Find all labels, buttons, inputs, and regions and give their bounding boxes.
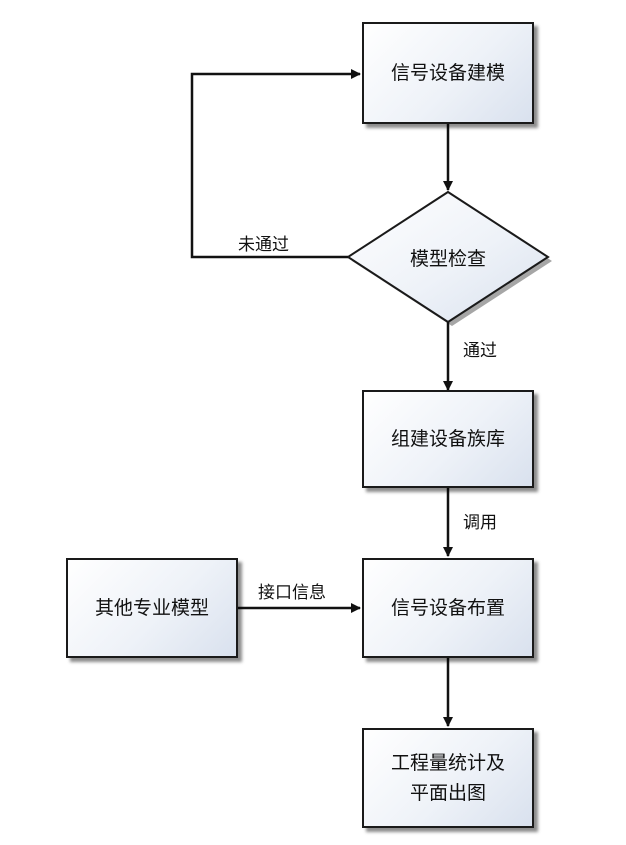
- node-statistics: 工程量统计及 平面出图: [362, 728, 534, 828]
- node-statistics-label-line1: 工程量统计及: [390, 752, 505, 774]
- node-model-check-label: 模型检查: [409, 248, 486, 270]
- node-build-family-library: 组建设备族库: [362, 390, 534, 488]
- node-signal-modeling-label: 信号设备建模: [390, 62, 505, 84]
- node-signal-layout-label: 信号设备布置: [390, 597, 505, 619]
- edge-check-fail-loop: [190, 69, 361, 259]
- edge-label-invoke: 调用: [463, 513, 497, 533]
- node-signal-layout: 信号设备布置: [362, 558, 534, 658]
- edge-label-passed: 通过: [463, 341, 497, 361]
- node-other-models: 其他专业模型: [66, 558, 238, 658]
- node-other-models-label: 其他专业模型: [94, 597, 209, 619]
- node-signal-modeling: 信号设备建模: [362, 22, 534, 124]
- node-build-family-library-label: 组建设备族库: [390, 428, 505, 450]
- edge-label-not-passed: 未通过: [238, 235, 289, 255]
- edge-label-interface-info: 接口信息: [258, 583, 326, 603]
- node-statistics-label-line2: 平面出图: [409, 782, 486, 804]
